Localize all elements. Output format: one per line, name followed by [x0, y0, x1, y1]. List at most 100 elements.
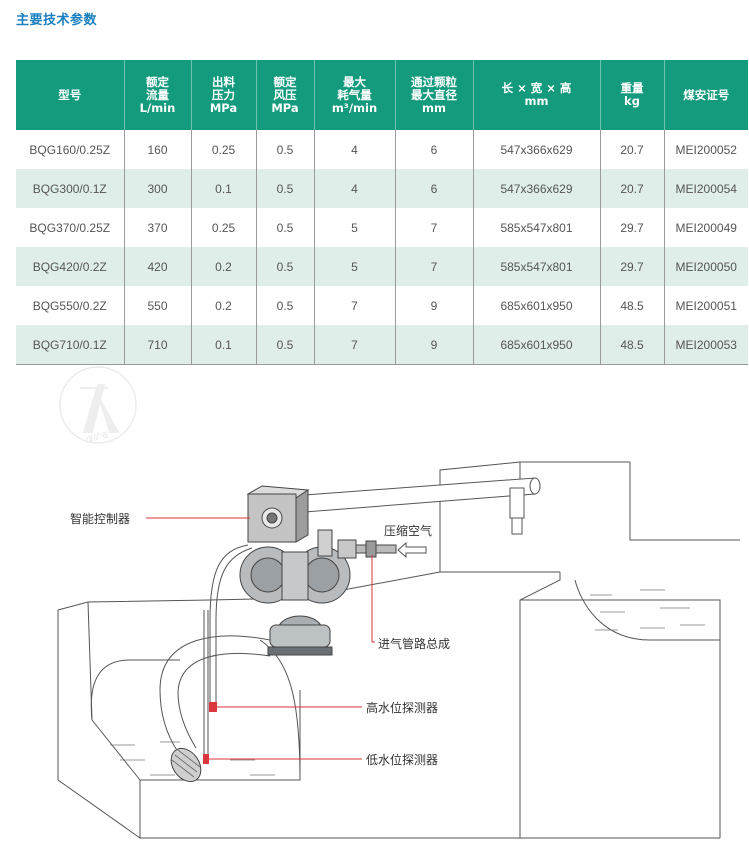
leader-lines — [146, 517, 375, 760]
column-header-line: 额定 — [146, 74, 169, 89]
diaphragm-pump — [239, 546, 351, 656]
table-cell: 585x547x801 — [472, 247, 600, 286]
low-probe-tip — [203, 754, 209, 764]
table-cell: 0.25 — [190, 130, 256, 169]
table-cell: MEI200054 — [663, 169, 748, 208]
table-cell: 0.5 — [255, 208, 314, 247]
column-header-line: MPa — [271, 100, 299, 115]
table-cell: 0.25 — [190, 208, 256, 247]
column-header: 型号 — [16, 60, 124, 130]
column-header-line: 重量 — [620, 81, 644, 95]
table-cell: BQG710/0.1Z — [16, 325, 124, 365]
table-cell: BQG370/0.25Z — [29, 220, 111, 235]
air-intake-assembly — [317, 529, 397, 559]
label-compressed-air: 压缩空气 — [384, 524, 433, 538]
table-cell: 20.7 — [599, 169, 664, 208]
table-cell: 5 — [313, 208, 395, 247]
table-cell: 9 — [394, 286, 473, 325]
table-cell: MEI200053 — [663, 325, 748, 365]
table-cell: 5 — [313, 247, 395, 286]
column-header-line: 出料 — [212, 74, 235, 89]
column-header-line: MPa — [209, 100, 238, 115]
table-cell: 6 — [394, 130, 473, 169]
column-header-line: m³/min — [331, 100, 378, 115]
table-cell: 29.7 — [599, 208, 664, 247]
table-cell: 0.1 — [190, 169, 256, 208]
table-cell: 547x366x629 — [472, 130, 600, 169]
probe-pipes — [203, 544, 253, 758]
table-cell: 4 — [313, 169, 395, 208]
controller-box — [246, 485, 310, 543]
column-header-line: 压力 — [212, 87, 235, 102]
column-header-line: 风压 — [273, 87, 297, 102]
high-probe-tip — [209, 702, 217, 712]
table-cell: 7 — [394, 208, 473, 247]
table-cell: 160 — [123, 130, 191, 169]
table-cell: 547x366x629 — [472, 169, 600, 208]
table-cell: 420 — [123, 247, 191, 286]
column-header-line: 长 × 宽 × 高 — [501, 81, 572, 95]
column-header-line: 通过颗粒 — [411, 74, 457, 89]
table-cell: 7 — [394, 247, 473, 286]
table-cell: MEI200049 — [663, 208, 748, 247]
table-cell: 0.5 — [255, 247, 314, 286]
table-cell: 48.5 — [599, 286, 664, 325]
column-header-line: 型号 — [58, 87, 82, 102]
table-cell: 0.5 — [255, 325, 314, 365]
watermark-logo: 煤矿安 — [59, 366, 137, 445]
table-cell: 585x547x801 — [472, 208, 600, 247]
water-lines — [110, 589, 705, 776]
table-cell: 7 — [313, 325, 395, 365]
table-cell: 0.5 — [255, 130, 314, 169]
column-header-line: 额定 — [273, 74, 297, 89]
table-cell: 29.7 — [599, 247, 664, 286]
column-header-line: 流量 — [146, 87, 169, 102]
column-header-line: kg — [624, 94, 640, 108]
column-header-line: 煤安证号 — [683, 87, 730, 102]
column-header-line: L/min — [139, 100, 176, 115]
column-header: 煤安证号 — [663, 60, 748, 130]
table-cell: MEI200052 — [663, 130, 748, 169]
drainage-install-diagram: 煤矿安 — [57, 366, 740, 839]
table-cell: 0.2 — [190, 286, 256, 325]
label-controller: 智能控制器 — [70, 512, 131, 526]
table-cell: BQG160/0.25Z — [29, 142, 111, 157]
label-high-probe: 高水位探测器 — [366, 701, 439, 715]
column-header-line: 耗气量 — [337, 87, 372, 102]
table-cell: 685x601x950 — [472, 286, 600, 325]
strainer-icon — [170, 747, 202, 783]
table-cell: 7 — [313, 286, 395, 325]
table-cell: BQG420/0.2Z — [16, 247, 124, 286]
section-title: 主要技术参数 — [16, 13, 98, 28]
column-header-line: mm — [524, 94, 549, 108]
table-cell: 4 — [313, 130, 395, 169]
discharge-pipe — [304, 477, 541, 535]
table-cell: 300 — [123, 169, 191, 208]
table-cell: 0.5 — [255, 169, 314, 208]
table-cell: 550 — [123, 286, 191, 325]
table-cell: MEI200050 — [663, 247, 748, 286]
table-cell: BQG550/0.2Z — [32, 298, 107, 313]
table-cell: 0.5 — [255, 286, 314, 325]
air-arrow-icon — [397, 541, 427, 559]
suction-hose — [159, 635, 271, 753]
table-cell: 48.5 — [599, 325, 664, 365]
table-cell: 20.7 — [599, 130, 664, 169]
table-cell: 6 — [394, 169, 473, 208]
column-header-line: 最大直径 — [411, 87, 457, 102]
table-cell: 0.2 — [190, 247, 256, 286]
table-cell: 710 — [123, 325, 191, 365]
